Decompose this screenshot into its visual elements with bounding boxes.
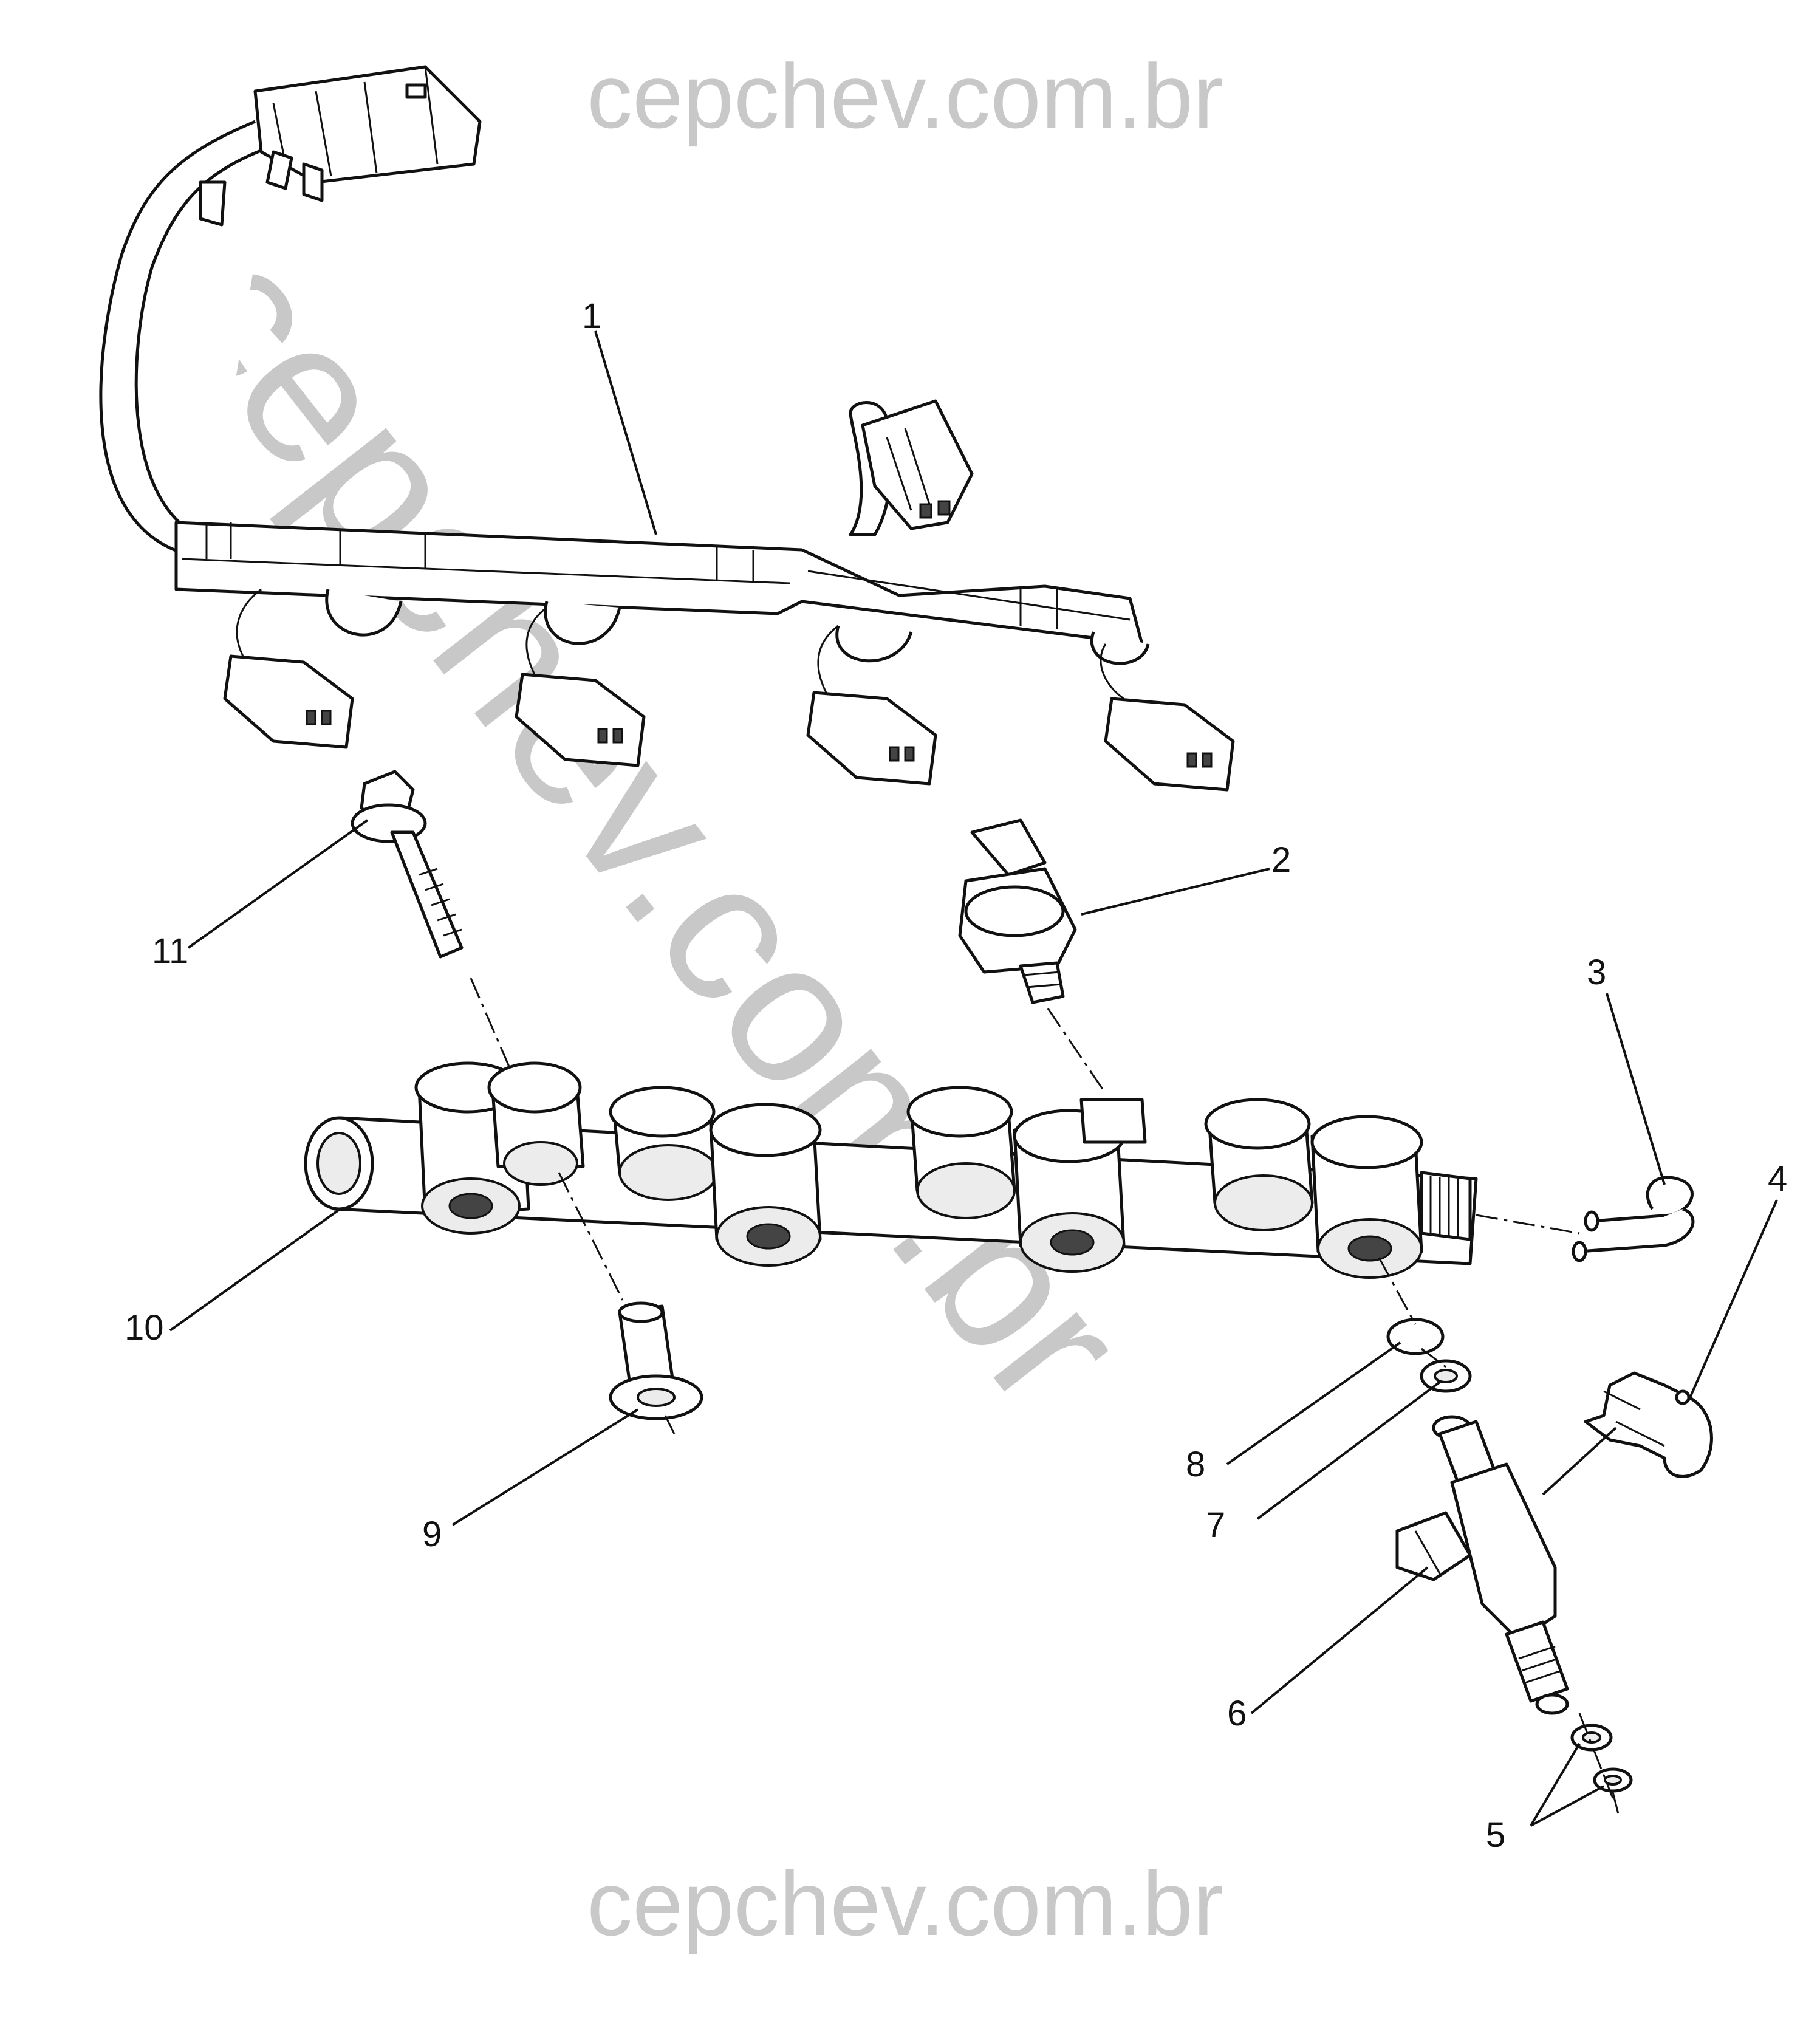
watermark-top: cepchev.com.br [587, 45, 1223, 147]
callout-2: 2 [1271, 840, 1291, 880]
rail-insulator [609, 1301, 703, 1420]
rail-cup-5 [906, 1086, 1016, 1219]
injector-connector-4 [1104, 697, 1235, 792]
watermark-bottom: cepchev.com.br [587, 1852, 1223, 1954]
rail-cup-2 [487, 1061, 585, 1186]
callout-3: 3 [1587, 953, 1606, 992]
main-harness-connector [199, 65, 482, 227]
injector-connector-3 [806, 691, 937, 786]
callout-4: 4 [1768, 1159, 1787, 1199]
assembly-centerlines [470, 978, 1620, 1817]
rail-cup-8 [1310, 1115, 1423, 1279]
rail-cup-4 [709, 1103, 822, 1267]
callout-9: 9 [422, 1515, 442, 1554]
injector-retainer-clip [1584, 1371, 1713, 1478]
callout-5: 5 [1486, 1815, 1505, 1855]
injector-connector-1 [223, 654, 354, 749]
callout-1: 1 [582, 296, 601, 336]
injector-o-ring [1420, 1359, 1472, 1393]
rail-cup-7 [1204, 1098, 1314, 1231]
fuel-rail [304, 1061, 1478, 1279]
callout-11: 11 [152, 931, 188, 971]
callout-6: 6 [1227, 1694, 1247, 1733]
callout-10: 10 [125, 1308, 164, 1348]
callout-7: 7 [1206, 1505, 1225, 1545]
fuel-injector [1395, 1415, 1569, 1715]
injector-backup-ring [1386, 1318, 1445, 1355]
retainer-clip [1572, 1176, 1695, 1262]
fuel-pressure-sensor [958, 818, 1077, 1004]
injector-connector-2 [515, 673, 646, 767]
callout-8: 8 [1186, 1445, 1205, 1484]
callout-labels: 1 2 3 4 5 6 7 8 9 10 11 [125, 296, 1787, 1855]
wiring-harness [99, 65, 1235, 792]
rail-cup-3 [609, 1086, 719, 1201]
callout-leaders [169, 330, 1778, 1827]
rail-bolt [351, 770, 464, 959]
injector-lower-seals [1570, 1724, 1633, 1793]
sensor-harness-connector [861, 399, 974, 530]
